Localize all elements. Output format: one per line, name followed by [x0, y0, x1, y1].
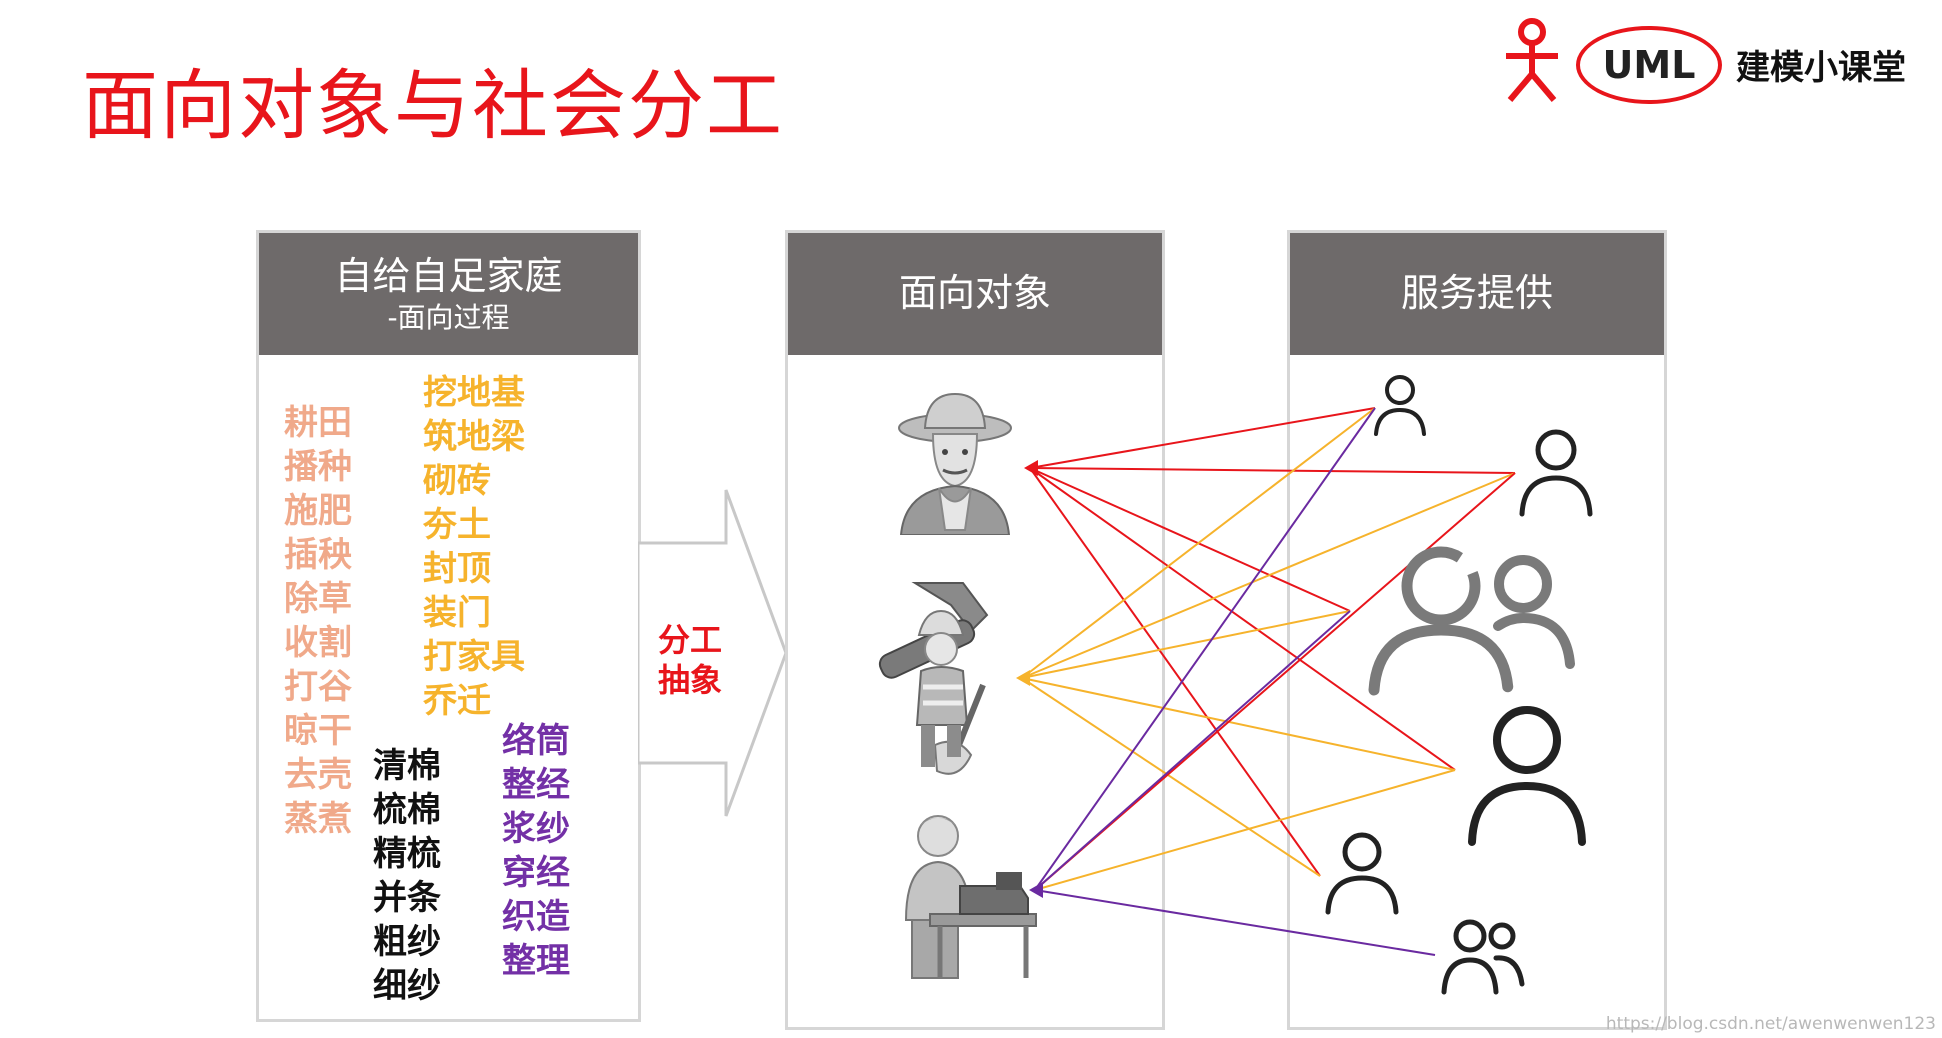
task-item: 播种 — [284, 447, 352, 487]
task-item: 施肥 — [284, 491, 352, 531]
task-item: 并条 — [373, 878, 441, 918]
task-column-farming: 耕田 播种 施肥 插秧 除草 收割 打谷 晾干 去壳 蒸煮 — [284, 401, 352, 841]
task-item: 收割 — [284, 623, 352, 663]
connection-line — [1029, 467, 1321, 877]
task-item: 除草 — [284, 579, 352, 619]
users-icon — [1368, 546, 1575, 696]
arrow-label-line2: 抽象 — [657, 661, 722, 699]
task-item: 夯土 — [423, 505, 491, 545]
task-item: 蒸煮 — [284, 799, 352, 839]
task-item: 梳棉 — [373, 790, 441, 830]
task-item: 织造 — [502, 897, 570, 937]
connection-line — [1021, 407, 1376, 679]
connection-line — [1021, 610, 1351, 679]
left-panel: 自给自足家庭 -面向过程 — [256, 230, 641, 1022]
tailor-icon — [904, 815, 1037, 979]
task-item: 络筒 — [502, 721, 570, 761]
connection-line — [1029, 467, 1516, 474]
connection-line — [1034, 472, 1516, 891]
task-item: 浆纱 — [502, 809, 570, 849]
task-item: 砌砖 — [423, 461, 491, 501]
logo: UML 建模小课堂 — [1498, 16, 1918, 104]
logo-text: 建模小课堂 — [1736, 48, 1906, 88]
builder-icon — [878, 582, 989, 775]
farmer-icon — [898, 392, 1012, 535]
task-item: 封顶 — [423, 549, 491, 589]
task-item: 挖地基 — [423, 373, 525, 413]
task-item: 筑地梁 — [423, 417, 525, 457]
task-item: 清棉 — [373, 746, 441, 786]
connection-line — [1021, 677, 1321, 877]
task-item: 细纱 — [373, 966, 441, 1006]
arrowhead — [1024, 460, 1038, 476]
task-column-weaving: 络筒 整经 浆纱 穿经 织造 整理 — [502, 719, 570, 983]
connection-line — [1021, 472, 1516, 679]
task-item: 穿经 — [502, 853, 570, 893]
division-arrow — [638, 489, 788, 817]
arrow-label-line1: 分工 — [657, 621, 722, 659]
user-icon — [1519, 429, 1593, 517]
users-icon — [1441, 919, 1525, 995]
watermark: https://blog.csdn.net/awenwenwen123 — [1605, 1014, 1936, 1034]
left-panel-subtitle: -面向过程 — [387, 300, 510, 334]
arrowhead — [1029, 882, 1043, 898]
task-column-spinning: 清棉 梳棉 精梳 并条 粗纱 细纱 — [373, 744, 441, 1008]
connection-line — [1034, 407, 1376, 891]
task-item: 打家具 — [423, 637, 525, 677]
right-panel: 服务提供 — [1287, 230, 1667, 1030]
connection-line — [1029, 407, 1376, 469]
uml-badge: UML — [1576, 26, 1722, 104]
task-item: 晾干 — [284, 711, 352, 751]
task-item: 打谷 — [284, 667, 352, 707]
task-column-building: 挖地基 筑地梁 砌砖 夯土 封顶 装门 打家具 乔迁 — [423, 371, 525, 723]
right-panel-header: 服务提供 — [1290, 233, 1664, 355]
right-panel-title: 服务提供 — [1400, 271, 1553, 316]
middle-panel-header: 面向对象 — [788, 233, 1162, 355]
task-item: 粗纱 — [373, 922, 441, 962]
middle-panel-title: 面向对象 — [898, 271, 1051, 316]
user-icon — [1325, 832, 1399, 915]
task-item: 插秧 — [284, 535, 352, 575]
stick-figure-icon — [1506, 18, 1558, 102]
left-panel-title: 自给自足家庭 — [334, 254, 563, 299]
task-item: 整理 — [502, 941, 570, 981]
task-item: 精梳 — [373, 834, 441, 874]
user-icon — [1374, 375, 1426, 436]
task-item: 整经 — [502, 765, 570, 805]
task-item: 装门 — [423, 593, 491, 633]
arrowhead — [1016, 670, 1030, 686]
left-panel-header: 自给自足家庭 -面向过程 — [259, 233, 638, 355]
task-item: 乔迁 — [423, 681, 491, 721]
connection-line — [1034, 610, 1351, 891]
connection-line — [1021, 677, 1456, 771]
connection-line — [1034, 889, 1436, 956]
user-icon — [1468, 706, 1586, 846]
task-item: 去壳 — [284, 755, 352, 795]
arrow-label: 分工 抽象 — [650, 620, 730, 700]
task-item: 耕田 — [284, 403, 352, 443]
connection-line — [1029, 467, 1351, 612]
connection-line — [1034, 769, 1456, 891]
page-title: 面向对象与社会分工 — [82, 61, 784, 150]
connection-line — [1029, 467, 1456, 771]
